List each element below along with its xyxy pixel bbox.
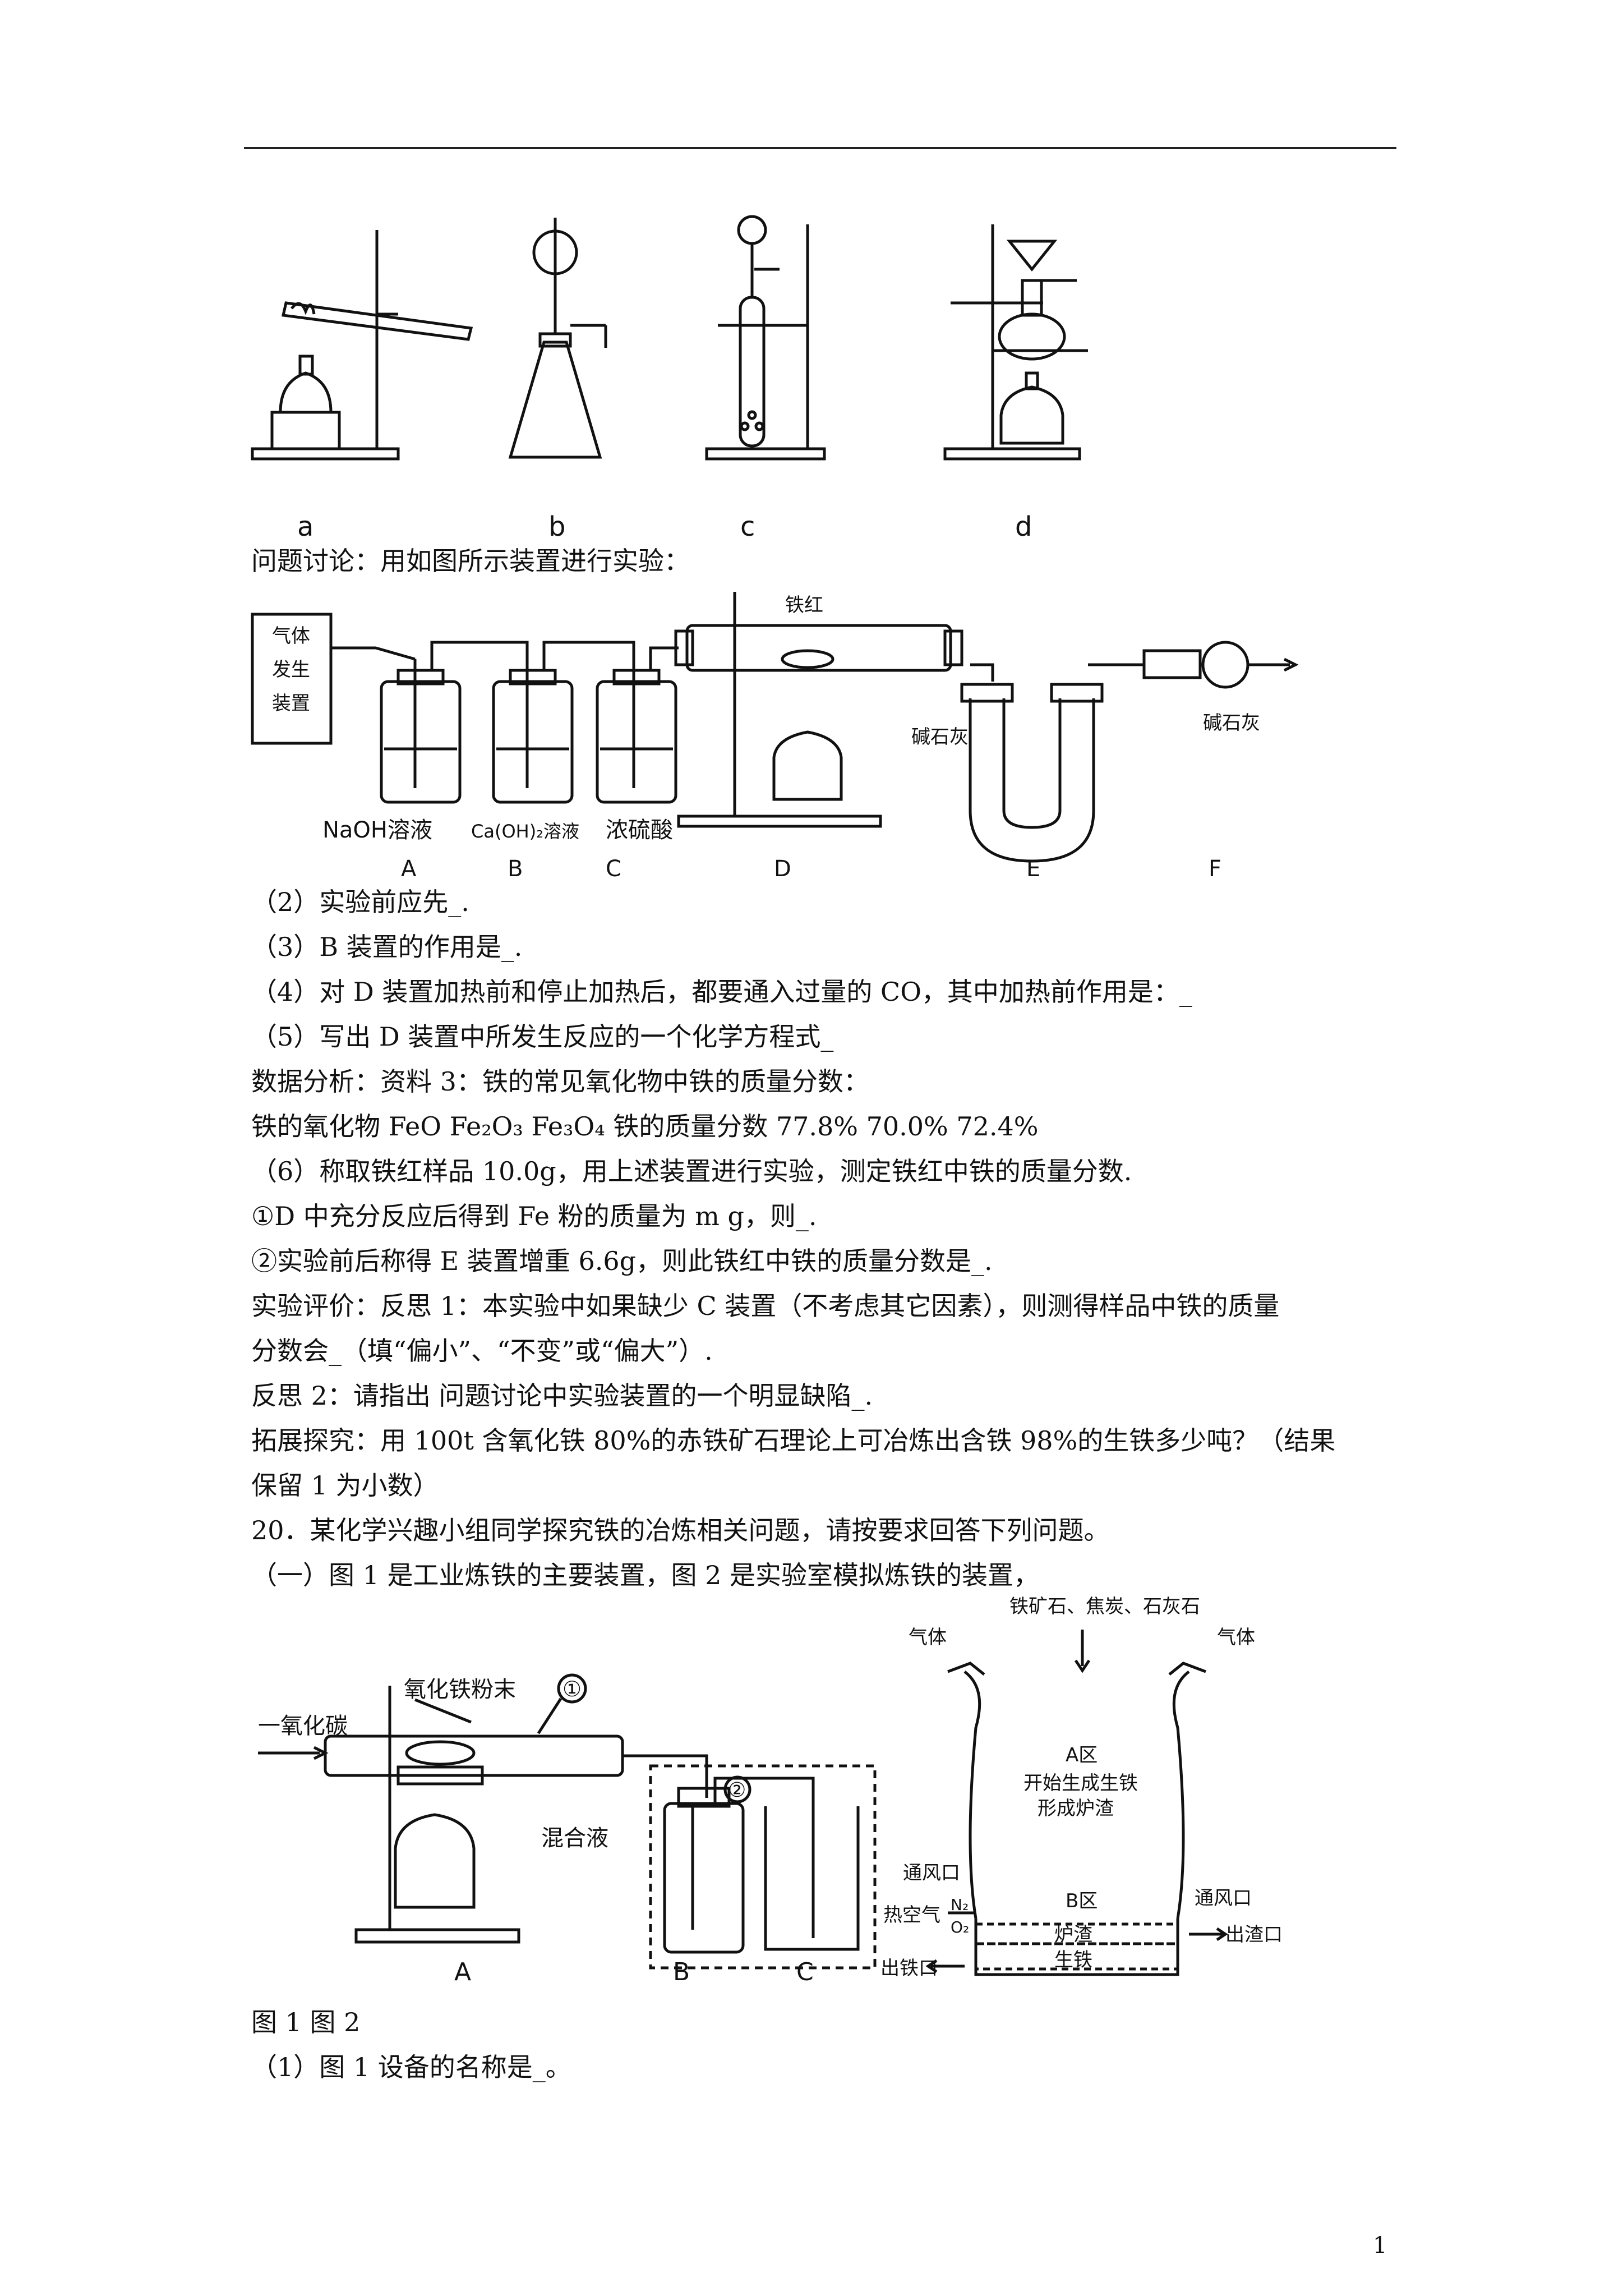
iron-outlet-label: 出铁口: [880, 1957, 938, 1980]
line-q3: （3）B 装置的作用是_.: [251, 932, 523, 962]
line-q6-1: ①D 中充分反应后得到 Fe 粉的质量为 m g，则_.: [251, 1201, 817, 1231]
label-c: c: [740, 511, 755, 542]
o2-label: O₂: [951, 1918, 969, 1936]
line-q6-2: ②实验前后称得 E 装置增重 6.6g，则此铁红中铁的质量分数是_.: [251, 1246, 993, 1276]
line-question-20: 20．某化学兴趣小组同学探究铁的冶炼相关问题，请按要求回答下列问题。: [251, 1515, 1110, 1545]
gas-box-line-3: 装置: [272, 692, 310, 715]
line-part-1: （一）图 1 是工业炼铁的主要装置，图 2 是实验室模拟炼铁的装置，: [251, 1560, 1040, 1590]
gas-left-label: 气体: [909, 1626, 947, 1649]
apparatus-figure-abcd: a b c d: [251, 215, 1088, 542]
line-q1-device-name: （1）图 1 设备的名称是_。: [251, 2052, 571, 2082]
label-d: d: [1015, 511, 1032, 542]
label-b: b: [548, 511, 565, 542]
pig-iron-label: 生铁: [1054, 1949, 1092, 1971]
letter-e: E: [1026, 856, 1040, 882]
fig3-letter-b: B: [673, 1958, 690, 1986]
co-label: 一氧化碳: [258, 1713, 348, 1739]
line-q4: （4）对 D 装置加热前和停止加热后，都要通入过量的 CO，其中加热前作用是：_: [251, 977, 1192, 1007]
iron-red-label: 铁红: [785, 594, 823, 616]
line-q6: （6）称取铁红样品 10.0g，用上述装置进行实验，测定铁红中铁的质量分数.: [251, 1156, 1132, 1186]
bottle-b-label: Ca(OH)₂溶液: [471, 821, 579, 842]
gas-right-label: 气体: [1217, 1626, 1255, 1649]
vent-right-label: 通风口: [1195, 1887, 1252, 1910]
figure-caption: 图 1 图 2: [251, 2007, 361, 2037]
bottle-a-label: NaOH溶液: [322, 817, 432, 843]
line-reflection-1: 实验评价：反思 1：本实验中如果缺少 C 装置（不考虑其它因素），则测得样品中铁…: [251, 1291, 1280, 1321]
zone-b-label: B区: [1066, 1890, 1098, 1912]
letter-f: F: [1209, 856, 1221, 882]
intro-line: 问题讨论：用如图所示装置进行实验：: [251, 546, 690, 576]
iron-oxide-powder-label: 氧化铁粉末: [404, 1677, 516, 1703]
vent-left-label: 通风口: [903, 1862, 960, 1884]
line-q5: （5）写出 D 装置中所发生反应的一个化学方程式_: [251, 1022, 834, 1052]
label-a: a: [297, 511, 313, 542]
bottle-c-label: 浓硫酸: [606, 817, 673, 843]
apparatus-figure-af: 气体 发生 装置 铁红 碱石灰 碱石灰 NaOH溶液 Ca(OH)₂溶液 浓硫酸…: [251, 592, 1299, 882]
letter-c: C: [606, 856, 621, 882]
page-number: 1: [1373, 2233, 1387, 2258]
line-extension-cont: 保留 1 为小数）: [251, 1470, 439, 1501]
fig3-letter-c: C: [796, 1958, 814, 1986]
letter-b: B: [508, 856, 523, 882]
hot-air-label: 热空气: [883, 1904, 940, 1926]
gas-box-line-2: 发生: [272, 659, 310, 681]
mixed-liquid-label: 混合液: [541, 1825, 608, 1851]
soda-lime-e-label: 碱石灰: [911, 726, 969, 748]
mark-2: ②: [728, 1779, 746, 1802]
letter-d: D: [774, 856, 791, 882]
furnace-top-label: 铁矿石、焦炭、石灰石: [1009, 1595, 1200, 1618]
zone-a-label: A区: [1066, 1744, 1098, 1766]
slag-outlet-label: 出渣口: [1225, 1924, 1283, 1946]
zone-a-line-1: 开始生成生铁: [1023, 1772, 1138, 1795]
fig3-letter-a: A: [454, 1958, 471, 1986]
line-reflection-1-cont: 分数会_（填“偏小”、“不变”或“偏大”）.: [251, 1336, 713, 1366]
line-reflection-2: 反思 2：请指出 问题讨论中实验装置的一个明显缺陷_.: [251, 1381, 873, 1411]
mark-1: ①: [562, 1677, 582, 1701]
letter-a: A: [401, 856, 417, 882]
n2-label: N₂: [951, 1895, 969, 1914]
gas-box-line-1: 气体: [272, 625, 310, 647]
zone-a-line-2: 形成炉渣: [1038, 1797, 1114, 1820]
line-q2: （2）实验前应先_.: [251, 887, 469, 917]
blast-furnace-figure: 铁矿石、焦炭、石灰石 气体 气体 A区 开始生成生铁 形成炉渣 B区 通风口 通…: [880, 1595, 1283, 1980]
lab-ironmaking-figure: 一氧化碳 氧化铁粉末 ① ② 混合液 A B C: [258, 1673, 877, 1986]
header-rule: [244, 147, 1396, 149]
line-data-analysis: 数据分析：资料 3：铁的常见氧化物中铁的质量分数：: [251, 1066, 869, 1097]
line-oxides: 铁的氧化物 FeO Fe₂O₃ Fe₃O₄ 铁的质量分数 77.8% 70.0%…: [251, 1111, 1039, 1142]
line-extension: 拓展探究：用 100t 含氧化铁 80%的赤铁矿石理论上可冶炼出含铁 98%的生…: [251, 1425, 1336, 1456]
soda-lime-f-label: 碱石灰: [1203, 712, 1260, 734]
slag-label: 炉渣: [1054, 1924, 1092, 1946]
